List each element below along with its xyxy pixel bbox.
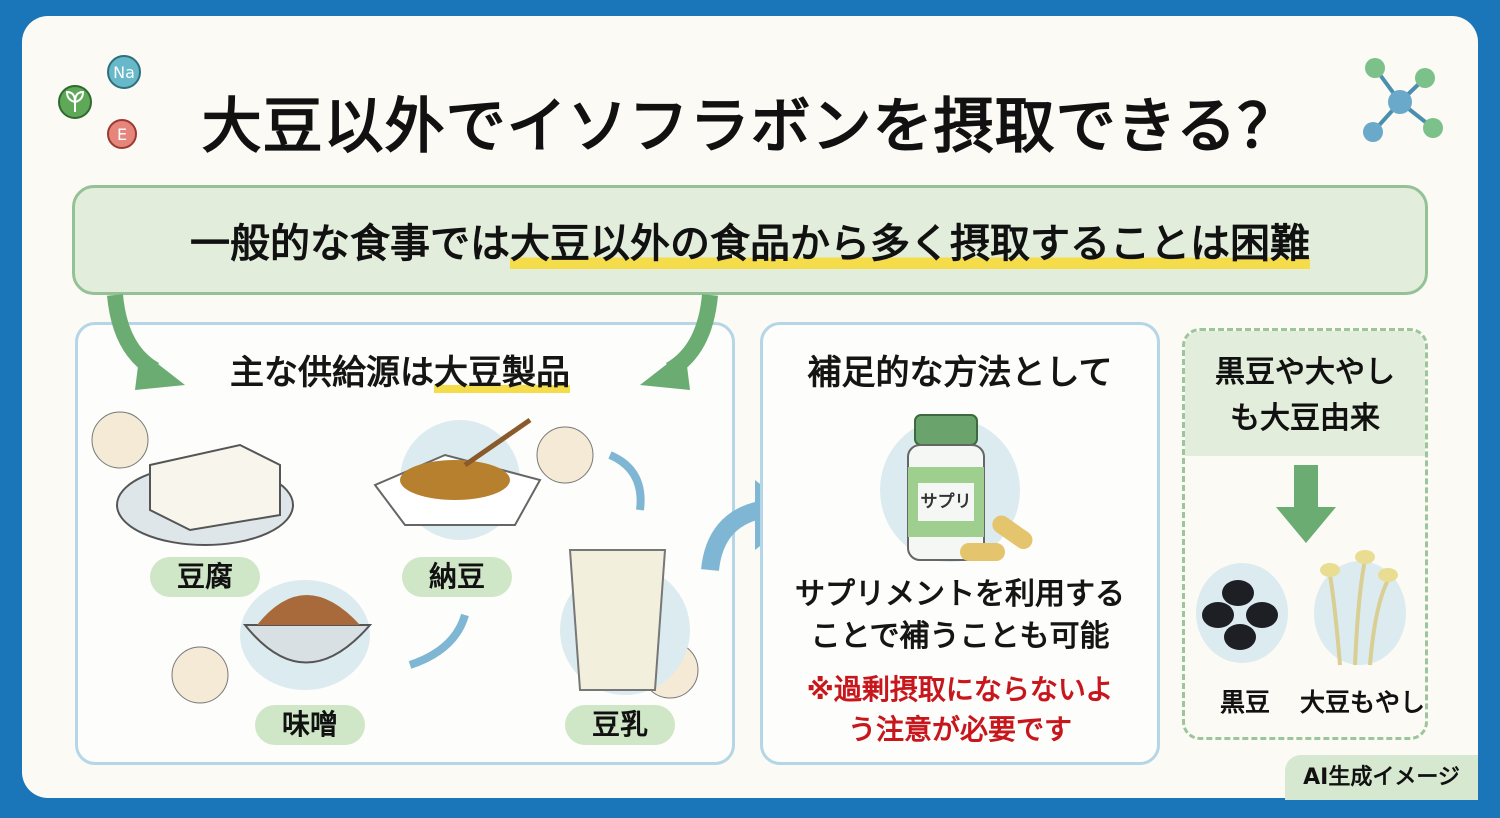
label-soy-milk: 豆乳 — [565, 705, 675, 745]
key-message-banner: 一般的な食事では大豆以外の食品から多く摂取することは困難 — [72, 185, 1428, 295]
svg-text:Na: Na — [113, 63, 135, 82]
green-curved-arrows — [107, 294, 718, 390]
derived-illustration — [1196, 465, 1406, 666]
supplement-text: サプリメントを利用することで補うことも可能 — [795, 577, 1125, 654]
label-black-beans: 黒豆 — [1219, 688, 1270, 717]
derived-foods-box — [1182, 328, 1428, 740]
soy-milk-icon — [568, 549, 667, 691]
page-title: 大豆以外でイソフラボンを摂取できる？ — [201, 92, 1299, 162]
label-tofu: 豆腐 — [150, 557, 260, 597]
soy-sprouts-icon — [1328, 559, 1390, 666]
heading-prefix: 主な供給源は — [230, 353, 434, 393]
label-soy-sprouts: 大豆もやし — [1299, 688, 1425, 717]
ai-generated-badge: AI生成イメージ — [1285, 755, 1478, 800]
label-miso: 味噌 — [255, 705, 365, 745]
supplement-bottle-icon — [880, 414, 1033, 562]
supplement-heading: 補足的な方法として — [807, 353, 1113, 393]
banner-highlight: 大豆以外の食品から多く摂取することは困難 — [510, 211, 1310, 269]
molecule-icon — [1363, 58, 1443, 142]
overdose-warning: ※過剰摂取にならないよう注意が必要です — [806, 673, 1114, 746]
black-beans-icon — [1202, 580, 1278, 650]
svg-text:E: E — [117, 125, 127, 144]
bottle-label: サプリ — [920, 492, 972, 512]
derived-heading: 黒豆や大やしも大豆由来 — [1215, 355, 1395, 436]
label-natto: 納豆 — [402, 557, 512, 597]
down-arrow-icon — [1294, 465, 1318, 510]
sodium-icon — [107, 55, 141, 89]
nutrient-icons: Na E — [58, 55, 141, 149]
main-sources-heading: 主な供給源は大豆製品 — [180, 345, 620, 394]
banner-prefix: 一般的な食事では — [190, 221, 510, 267]
miso-icon — [242, 624, 373, 664]
heading-highlight: 大豆製品 — [434, 353, 570, 393]
vitamin-e-icon — [107, 119, 137, 149]
soy-foods-illustration — [91, 411, 699, 704]
